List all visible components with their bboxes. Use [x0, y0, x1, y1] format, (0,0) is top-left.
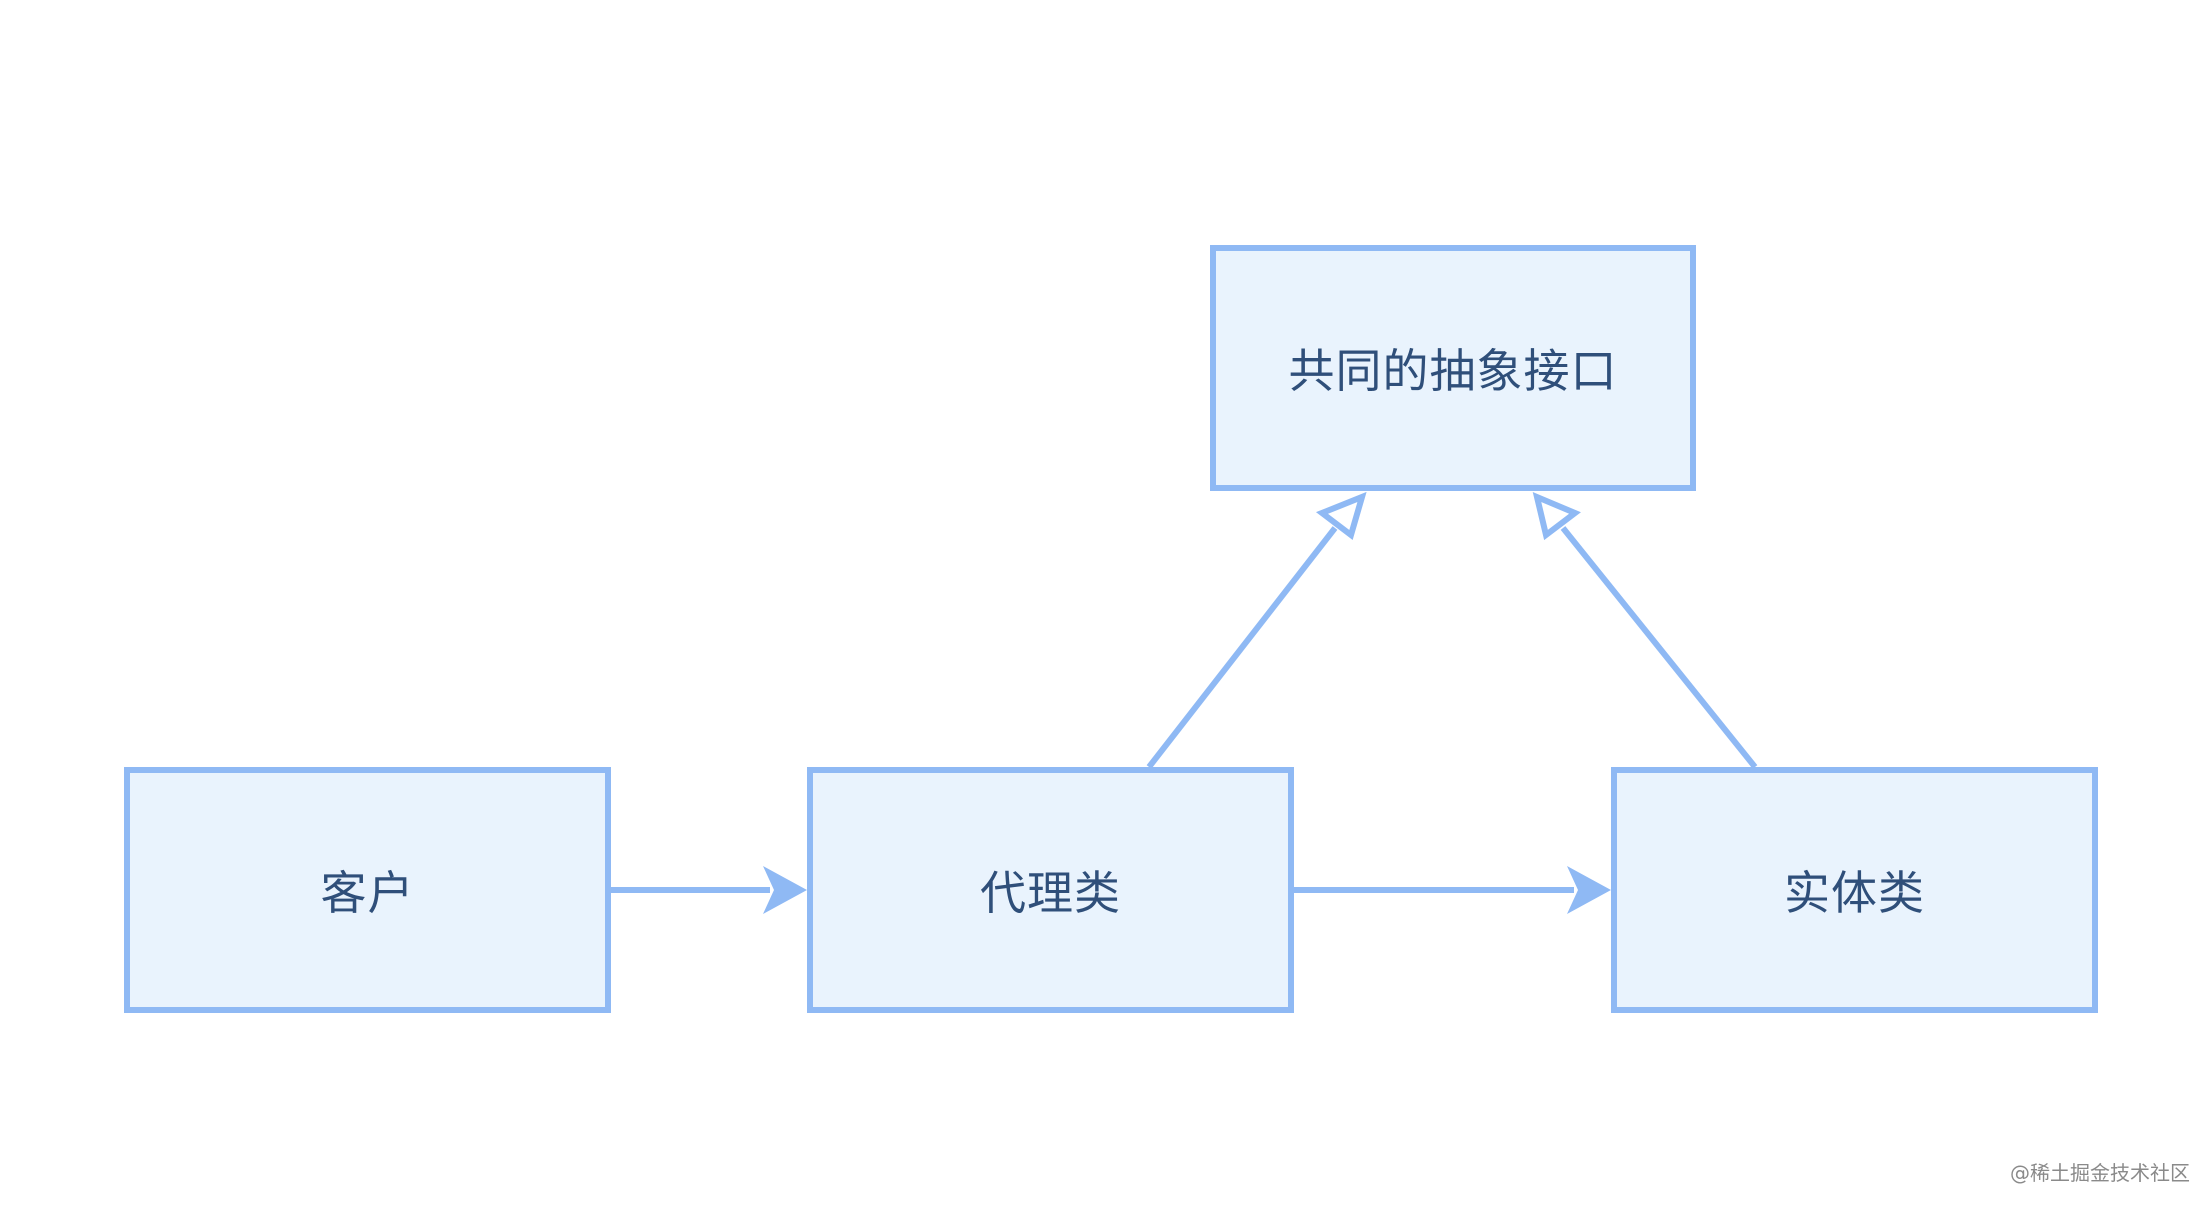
node-client: 客户 [124, 767, 611, 1013]
edge-client-to-proxy [611, 866, 807, 914]
edge-proxy-to-real [1294, 866, 1611, 914]
node-common-interface: 共同的抽象接口 [1210, 245, 1696, 491]
node-label: 代理类 [980, 866, 1121, 920]
arrowhead-filled [763, 866, 807, 914]
edge-proxy-to-interface [1146, 491, 1367, 769]
edge-real-to-interface [1532, 491, 1758, 769]
watermark: @稀土掘金技术社区 [2010, 1161, 2190, 1185]
node-proxy-class: 代理类 [807, 767, 1294, 1013]
node-label: 客户 [320, 866, 415, 920]
arrowhead-filled [1567, 866, 1611, 914]
arrowhead-hollow [1315, 491, 1367, 541]
node-label: 实体类 [1784, 866, 1925, 920]
node-label: 共同的抽象接口 [1288, 344, 1618, 398]
node-real-class: 实体类 [1611, 767, 2098, 1013]
arrowhead-hollow [1532, 491, 1581, 541]
